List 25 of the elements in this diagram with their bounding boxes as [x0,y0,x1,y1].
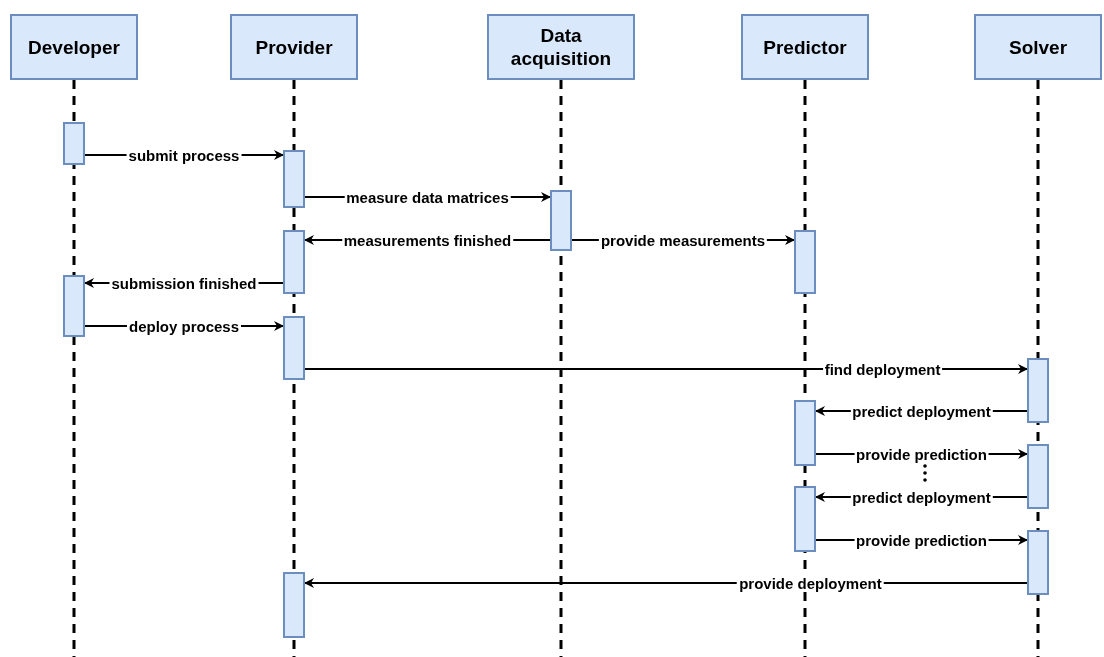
edge-label: provide deployment [737,574,884,592]
activation-bar [794,400,816,466]
participant-name: Data acquisition [509,24,613,70]
arrow [304,364,1028,374]
participant-name: Predictor [763,35,847,59]
activation-bar [63,122,85,165]
activation-bar [63,275,85,337]
activation-bar [1027,358,1049,423]
activation-bar [1027,530,1049,595]
activation-bar [1027,444,1049,509]
activation-bar [794,230,816,294]
participant-box [230,14,358,80]
participant-box [487,14,635,80]
activation-bar [283,572,305,638]
activation-bar [283,230,305,294]
activation-bar [794,486,816,552]
participant-box [974,14,1102,80]
participant-box [10,14,138,80]
activation-bar [283,316,305,380]
participant-name: Provider [255,35,333,59]
activation-bar [283,150,305,208]
activation-bar [550,190,572,251]
participant-box [741,14,869,80]
participant-name: Developer [28,35,120,59]
participant-name: Solver [1008,35,1068,59]
